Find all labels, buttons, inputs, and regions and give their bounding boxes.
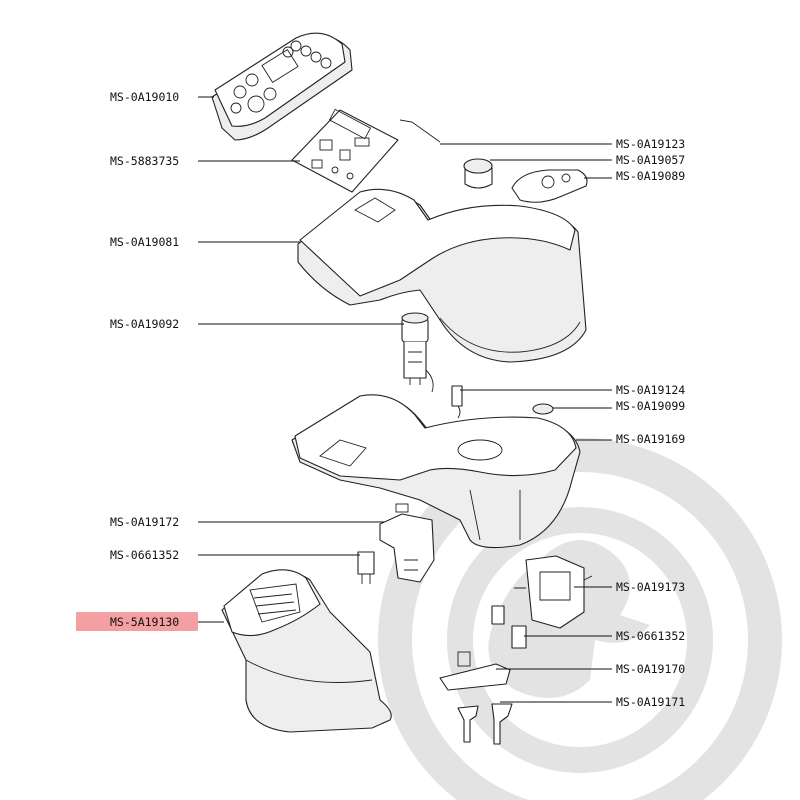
part-label-left-5: MS-0A19172 [110,515,179,529]
sensor-part [451,385,463,419]
top-housing-part [297,188,587,363]
part-label-right-10: MS-0A19171 [616,695,685,709]
seal-part [532,403,554,415]
small-lever-parts [457,703,513,745]
part-labels: MS-0A19010MS-5883735MS-0A19081MS-0A19092… [110,90,685,709]
part-label-right-8: MS-0661352 [616,629,685,643]
part-label-left-3: MS-0A19081 [110,235,179,249]
part-label-right-9: MS-0A19170 [616,662,685,676]
switch-assembly-part [514,555,593,629]
circuit-board-part [291,108,399,193]
motor-part [401,312,434,393]
part-label-right-7: MS-0A19173 [616,580,685,594]
part-label-right-6: MS-0A19169 [616,432,685,446]
base-part [291,394,581,549]
part-label-right-5: MS-0A19099 [616,399,685,413]
part-label-right-2: MS-0A19057 [616,153,685,167]
cover-part [511,169,588,203]
micro-switch-right-part [491,605,527,649]
part-label-right-1: MS-0A19123 [616,137,685,151]
lever-part [439,651,511,691]
part-label-right-3: MS-0A19089 [616,169,685,183]
gear-part [463,158,493,189]
highlight-box [76,612,198,631]
part-label-left-7: MS-5A19130 [110,615,179,629]
wire-part [399,119,441,143]
leader-lines [198,96,612,703]
bracket-part [379,503,435,583]
part-label-left-4: MS-0A19092 [110,317,179,331]
control-panel-part [211,32,353,141]
part-label-left-1: MS-0A19010 [110,90,179,104]
part-label-left-6: MS-0661352 [110,548,179,562]
lower-cover-part [221,569,392,733]
part-label-right-4: MS-0A19124 [616,383,685,397]
micro-switch-left-part [357,551,375,584]
part-label-left-2: MS-5883735 [110,154,179,168]
